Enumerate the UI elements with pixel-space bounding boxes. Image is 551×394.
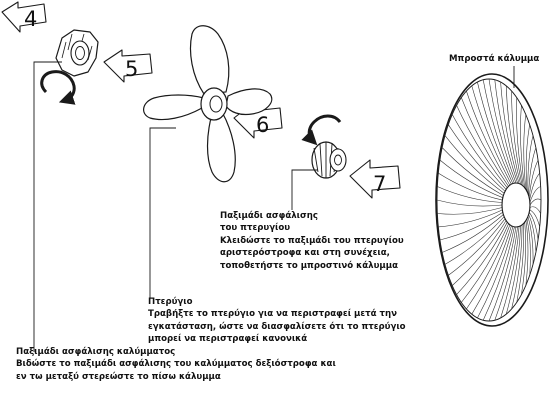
blade-nut-leader-line (292, 170, 318, 210)
blade-desc-line-3: μπορεί να περιστραφεί κανονικά (148, 333, 406, 345)
step-4-arrow-icon: 4 (2, 2, 46, 32)
blade-desc-line-1: Τραβήξτε το πτερύγιο για να περιστραφεί … (148, 308, 406, 320)
cover-nut-desc-line-2: εν τω μεταξύ στερεώστε το πίσω κάλυμμα (16, 371, 336, 383)
cover-nut-desc-line-1: Βιδώστε το παξιμάδι ασφάλισης του καλύμμ… (16, 358, 336, 370)
blade-nut-desc-line-2: αριστερόστροφα και στη συνέχεια, (220, 247, 404, 259)
blade-lock-nut (312, 142, 346, 178)
rotate-counterclockwise-arrow-icon (309, 116, 340, 140)
cover-nut-leader-line (34, 62, 62, 352)
rotate-clockwise-arrow-icon (42, 72, 74, 100)
front-cover-label: Μπροστά κάλυμμα (449, 53, 539, 65)
step-4-number: 4 (24, 7, 37, 31)
blade-desc-line-2: εγκατάσταση, ώστε να διασφαλίσετε ότι το… (148, 321, 406, 333)
cover-nut-title: Παξιμάδι ασφάλισης καλύμματος (16, 346, 336, 358)
blade-label: Πτερύγιο Τραβήξτε το πτερύγιο για να περ… (148, 296, 406, 346)
step-6-number: 6 (256, 113, 269, 137)
blade-leader-line (150, 128, 176, 298)
step-7-arrow-icon: 7 (350, 160, 400, 198)
front-grille-cover (436, 74, 548, 326)
cover-nut-label: Παξιμάδι ασφάλισης καλύμματος Βιδώστε το… (16, 346, 336, 383)
cover-lock-nut (56, 30, 98, 76)
blade-nut-desc-line-3: τοποθετήστε το μπροστινό κάλυμμα (220, 260, 404, 272)
blade-nut-title-line-2: του πτερυγίου (220, 222, 404, 234)
blade-title: Πτερύγιο (148, 296, 406, 308)
step-5-arrow-icon: 5 (104, 50, 152, 82)
blade-nut-desc-line-1: Κλειδώστε το παξιμάδι του πτερυγίου (220, 235, 404, 247)
blade-nut-label: Παξιμάδι ασφάλισης του πτερυγίου Κλειδώσ… (220, 210, 404, 272)
step-5-number: 5 (125, 57, 138, 81)
blade-nut-title-line-1: Παξιμάδι ασφάλισης (220, 210, 404, 222)
step-7-number: 7 (373, 172, 386, 196)
fan-blade (144, 26, 272, 182)
